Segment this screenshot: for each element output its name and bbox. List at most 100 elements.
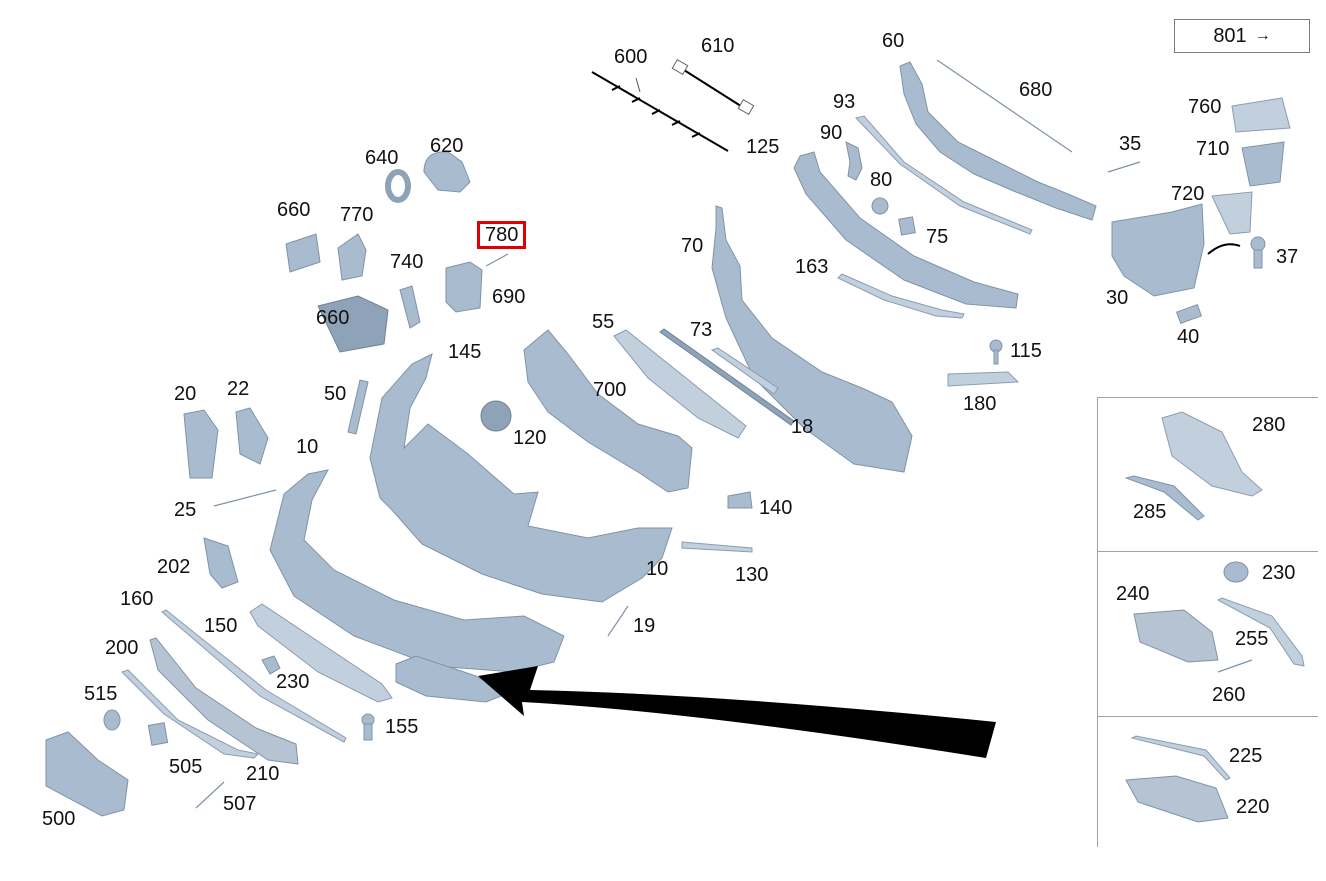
grille-trim-280[interactable] — [1161, 411, 1263, 497]
callout-130[interactable]: 130 — [735, 564, 769, 586]
screw-115[interactable] — [989, 339, 1003, 365]
module-660-upper[interactable] — [285, 233, 321, 273]
bracket-690[interactable] — [445, 261, 483, 313]
bracket-90[interactable] — [845, 141, 863, 181]
callout-780[interactable]: 780 — [477, 221, 527, 249]
grille-surround-700[interactable] — [523, 329, 693, 493]
clip-37[interactable] — [1250, 236, 1266, 269]
grille-carrier-70[interactable] — [711, 205, 913, 473]
cover-760[interactable] — [1231, 97, 1291, 133]
callout-20[interactable]: 20 — [174, 383, 197, 405]
strip-93[interactable] — [855, 115, 1033, 235]
bracket-770[interactable] — [337, 233, 367, 281]
bracket-180[interactable] — [947, 371, 1020, 387]
cable-610[interactable] — [671, 58, 755, 116]
callout-163[interactable]: 163 — [795, 256, 829, 278]
bumper-cover-lower-10[interactable] — [269, 469, 565, 673]
callout-40[interactable]: 40 — [1177, 326, 1200, 348]
callout-70[interactable]: 70 — [681, 235, 704, 257]
callout-55[interactable]: 55 — [592, 311, 615, 333]
callout-inset-side-grille-260[interactable]: 260 — [1212, 684, 1246, 706]
callout-inset-side-grille-240[interactable]: 240 — [1116, 583, 1150, 605]
nut-40[interactable] — [1175, 303, 1203, 325]
callout-22[interactable]: 22 — [227, 378, 250, 400]
callout-inset-upper-grille-trim-280[interactable]: 280 — [1252, 414, 1286, 436]
trim-225[interactable] — [1130, 735, 1231, 781]
rivet-35[interactable] — [1107, 161, 1141, 173]
callout-inset-side-grille-230[interactable]: 230 — [1262, 562, 1296, 584]
callout-73[interactable]: 73 — [690, 319, 713, 341]
module-660-lower[interactable] — [317, 295, 389, 353]
callout-75[interactable]: 75 — [926, 226, 949, 248]
cover-710[interactable] — [1241, 141, 1285, 187]
callout-202[interactable]: 202 — [157, 556, 191, 578]
rivet-19[interactable] — [607, 605, 629, 637]
callout-210[interactable]: 210 — [246, 763, 280, 785]
callout-507[interactable]: 507 — [223, 793, 257, 815]
clip-80[interactable] — [871, 197, 889, 215]
callout-610[interactable]: 610 — [701, 35, 735, 57]
rivet-507[interactable] — [195, 781, 225, 809]
callout-10[interactable]: 10 — [296, 436, 319, 458]
callout-740[interactable]: 740 — [390, 251, 424, 273]
spoiler-150[interactable] — [249, 603, 393, 703]
callout-30[interactable]: 30 — [1106, 287, 1129, 309]
callout-inset-upper-grille-trim-285[interactable]: 285 — [1133, 501, 1167, 523]
clip-230-inset[interactable] — [1223, 561, 1249, 583]
lip-lower[interactable] — [395, 655, 508, 703]
rod-680[interactable] — [936, 59, 1073, 153]
cover-720[interactable] — [1211, 191, 1253, 235]
callout-515[interactable]: 515 — [84, 683, 118, 705]
bracket-740[interactable] — [399, 285, 421, 329]
callout-inset-lower-grille-225[interactable]: 225 — [1229, 745, 1263, 767]
rivet-260[interactable] — [1217, 659, 1253, 673]
screw-780[interactable] — [485, 253, 509, 267]
callout-150[interactable]: 150 — [204, 615, 238, 637]
strip-210[interactable] — [121, 669, 260, 759]
bracket-20[interactable] — [183, 409, 219, 479]
trim-255[interactable] — [1216, 597, 1305, 667]
sensor-620[interactable] — [423, 151, 471, 193]
grille-mesh-200[interactable] — [149, 637, 299, 765]
callout-18[interactable]: 18 — [791, 416, 814, 438]
callout-230[interactable]: 230 — [276, 671, 310, 693]
trim-285[interactable] — [1124, 475, 1205, 521]
callout-600[interactable]: 600 — [614, 46, 648, 68]
nut-505[interactable] — [147, 722, 169, 746]
callout-37[interactable]: 37 — [1276, 246, 1299, 268]
callout-60[interactable]: 60 — [882, 30, 905, 52]
callout-125[interactable]: 125 — [746, 136, 780, 158]
callout-inset-side-grille-255[interactable]: 255 — [1235, 628, 1269, 650]
bracket-140[interactable] — [727, 491, 753, 509]
callout-500[interactable]: 500 — [42, 808, 76, 830]
lower-spoiler[interactable] — [793, 151, 1019, 309]
callout-80[interactable]: 80 — [870, 169, 893, 191]
callout-700[interactable]: 700 — [593, 379, 627, 401]
callout-90[interactable]: 90 — [820, 122, 843, 144]
callout-25[interactable]: 25 — [174, 499, 197, 521]
callout-93[interactable]: 93 — [833, 91, 856, 113]
callout-640[interactable]: 640 — [365, 147, 399, 169]
callout-115[interactable]: 115 — [1010, 340, 1042, 362]
bracket-30[interactable] — [1111, 203, 1205, 297]
bumper-cover-upper-10[interactable] — [369, 353, 673, 603]
callout-660b[interactable]: 660 — [316, 307, 350, 329]
callout-120[interactable]: 120 — [513, 427, 547, 449]
clip-230[interactable] — [261, 655, 281, 675]
callout-140[interactable]: 140 — [759, 497, 793, 519]
emblem-120[interactable] — [480, 400, 512, 432]
nut-75[interactable] — [898, 216, 916, 236]
clip-515[interactable] — [103, 709, 121, 731]
license-plate-bracket-500[interactable] — [45, 731, 129, 817]
callout-160[interactable]: 160 — [120, 588, 154, 610]
bracket-55[interactable] — [613, 329, 747, 439]
callout-680[interactable]: 680 — [1019, 79, 1053, 101]
callout-660[interactable]: 660 — [277, 199, 311, 221]
trim-50[interactable] — [347, 379, 369, 435]
strip-73[interactable] — [659, 328, 795, 426]
strip-18[interactable] — [710, 347, 779, 395]
callout-155[interactable]: 155 — [385, 716, 419, 738]
callout-19[interactable]: 19 — [633, 615, 656, 637]
callout-200[interactable]: 200 — [105, 637, 139, 659]
rod-25[interactable] — [213, 489, 277, 507]
